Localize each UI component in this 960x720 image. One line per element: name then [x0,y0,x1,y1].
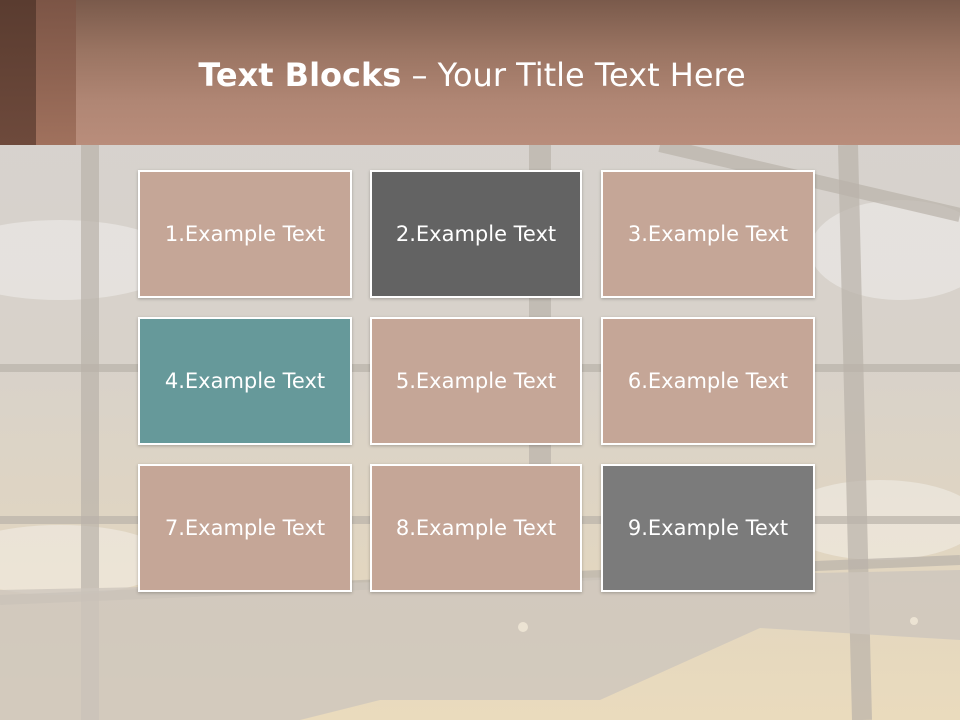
text-block-label: 4.Example Text [164,369,326,393]
title-bar [0,0,960,145]
title-bold-text: Text Blocks [198,56,402,94]
text-block-label: 6.Example Text [627,369,789,393]
text-block-label: 9.Example Text [627,516,789,540]
text-block-3[interactable]: 3.Example Text [601,170,815,298]
title-rest-text: – Your Title Text Here [401,56,746,94]
slide-title: Text Blocks – Your Title Text Here [0,52,944,98]
header-accent-dark [0,0,36,145]
text-block-4[interactable]: 4.Example Text [138,317,352,445]
text-block-label: 7.Example Text [164,516,326,540]
text-block-label: 2.Example Text [395,222,557,246]
header-accent-light [36,0,76,145]
text-block-9[interactable]: 9.Example Text [601,464,815,592]
text-block-label: 3.Example Text [627,222,789,246]
text-block-2[interactable]: 2.Example Text [370,170,582,298]
text-block-7[interactable]: 7.Example Text [138,464,352,592]
text-block-8[interactable]: 8.Example Text [370,464,582,592]
text-block-label: 8.Example Text [395,516,557,540]
text-block-label: 1.Example Text [164,222,326,246]
text-block-label: 5.Example Text [395,369,557,393]
text-block-1[interactable]: 1.Example Text [138,170,352,298]
text-block-6[interactable]: 6.Example Text [601,317,815,445]
text-block-5[interactable]: 5.Example Text [370,317,582,445]
